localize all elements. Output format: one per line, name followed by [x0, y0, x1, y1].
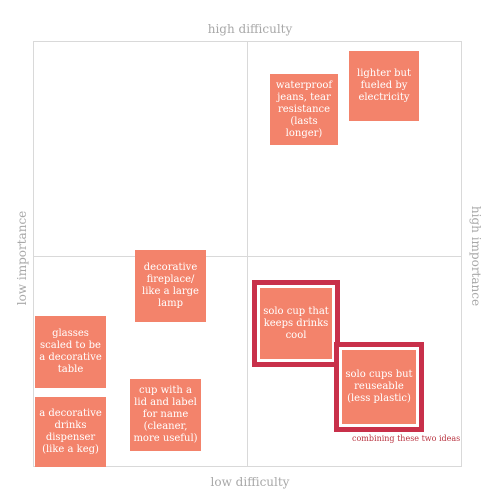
axis-label-bottom: low difficulty [210, 475, 290, 489]
note-text: solo cup that keeps drinks cool [263, 305, 329, 341]
note-fireplace[interactable]: decorative fireplace/ like a large lamp [135, 250, 206, 322]
combine-annotation: combining these two ideas [352, 434, 461, 443]
highlight-box-solo-reuse [334, 342, 424, 432]
note-waterproof-jeans[interactable]: waterproof jeans, tear resistance (lasts… [270, 74, 338, 145]
highlight-inner-border [257, 285, 335, 362]
note-solo-cool[interactable]: solo cup that keeps drinks cool [260, 288, 332, 359]
note-solo-reuse[interactable]: solo cups but reuseable (less plastic) [342, 350, 416, 424]
note-lighter[interactable]: lighter but fueled by electricity [349, 51, 419, 121]
note-text: cup with a lid and label for name (clean… [133, 385, 198, 444]
note-glasses[interactable]: glasses scaled to be a decorative table [35, 316, 106, 388]
note-text: waterproof jeans, tear resistance (lasts… [275, 79, 333, 139]
axis-label-left: low importance [15, 210, 29, 306]
note-text: decorative fireplace/ like a large lamp [142, 262, 199, 309]
note-cup-lid[interactable]: cup with a lid and label for name (clean… [130, 379, 201, 451]
axis-label-right: high importance [469, 205, 483, 307]
highlight-box-solo-cool [252, 280, 340, 367]
vertical-divider [247, 41, 248, 467]
note-text: solo cups but reuseable (less plastic) [345, 369, 413, 404]
note-text: a decorative drinks dispenser (like a ke… [39, 408, 102, 455]
note-text: lighter but fueled by electricity [357, 68, 411, 103]
note-text: glasses scaled to be a decorative table [39, 328, 102, 375]
highlight-inner-border [339, 347, 419, 427]
axis-label-top: high difficulty [207, 22, 293, 36]
note-dispenser[interactable]: a decorative drinks dispenser (like a ke… [35, 397, 106, 467]
